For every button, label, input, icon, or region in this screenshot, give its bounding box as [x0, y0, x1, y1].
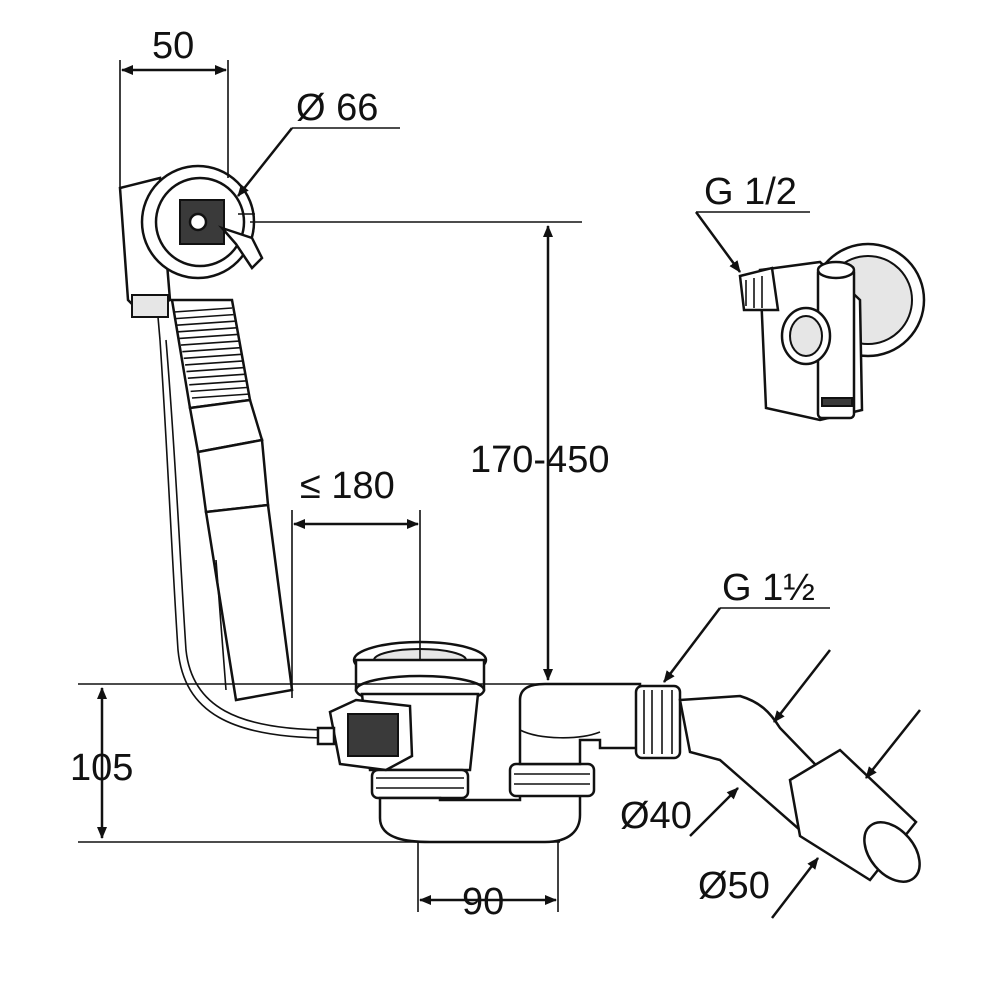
hose-corrugation [180, 340, 239, 346]
label-height-range: 170-450 [470, 439, 609, 481]
hose-corrugation [183, 353, 242, 360]
overflow-head [118, 164, 264, 341]
hose-corrugation [178, 327, 237, 333]
hose-corrugation [189, 379, 248, 386]
label-overflow-width: 50 [152, 25, 194, 67]
hose-corrugation [179, 333, 238, 340]
overflow-hose [170, 298, 294, 702]
outlet [634, 684, 921, 883]
waste-valve [316, 640, 488, 800]
hose-corrugation [191, 393, 251, 399]
hose-corrugation [186, 366, 245, 373]
label-max-distance: ≤ 180 [300, 465, 395, 507]
hose-corrugation [175, 313, 234, 320]
label-valve-thread: G 1/2 [704, 171, 797, 213]
label-pipe-d50: Ø50 [698, 865, 770, 907]
label-trap-offset: 90 [462, 881, 504, 923]
label-pipe-d40: Ø40 [620, 795, 692, 837]
hose-corrugation [176, 320, 235, 327]
hose-corrugation [173, 307, 233, 313]
hose-corrugation [185, 360, 244, 366]
valve-inset [738, 242, 926, 422]
label-waste-height: 105 [70, 747, 133, 789]
control-cable-inner [165, 339, 331, 731]
dimension-lines [78, 60, 921, 919]
label-outlet-thread: G 1½ [722, 567, 815, 609]
hose-corrugation [187, 373, 246, 379]
hose-corrugation [190, 386, 249, 393]
control-cable [159, 339, 331, 739]
label-overflow-diameter: Ø 66 [296, 87, 378, 129]
trap [378, 682, 642, 844]
hose-corrugation [182, 346, 241, 353]
